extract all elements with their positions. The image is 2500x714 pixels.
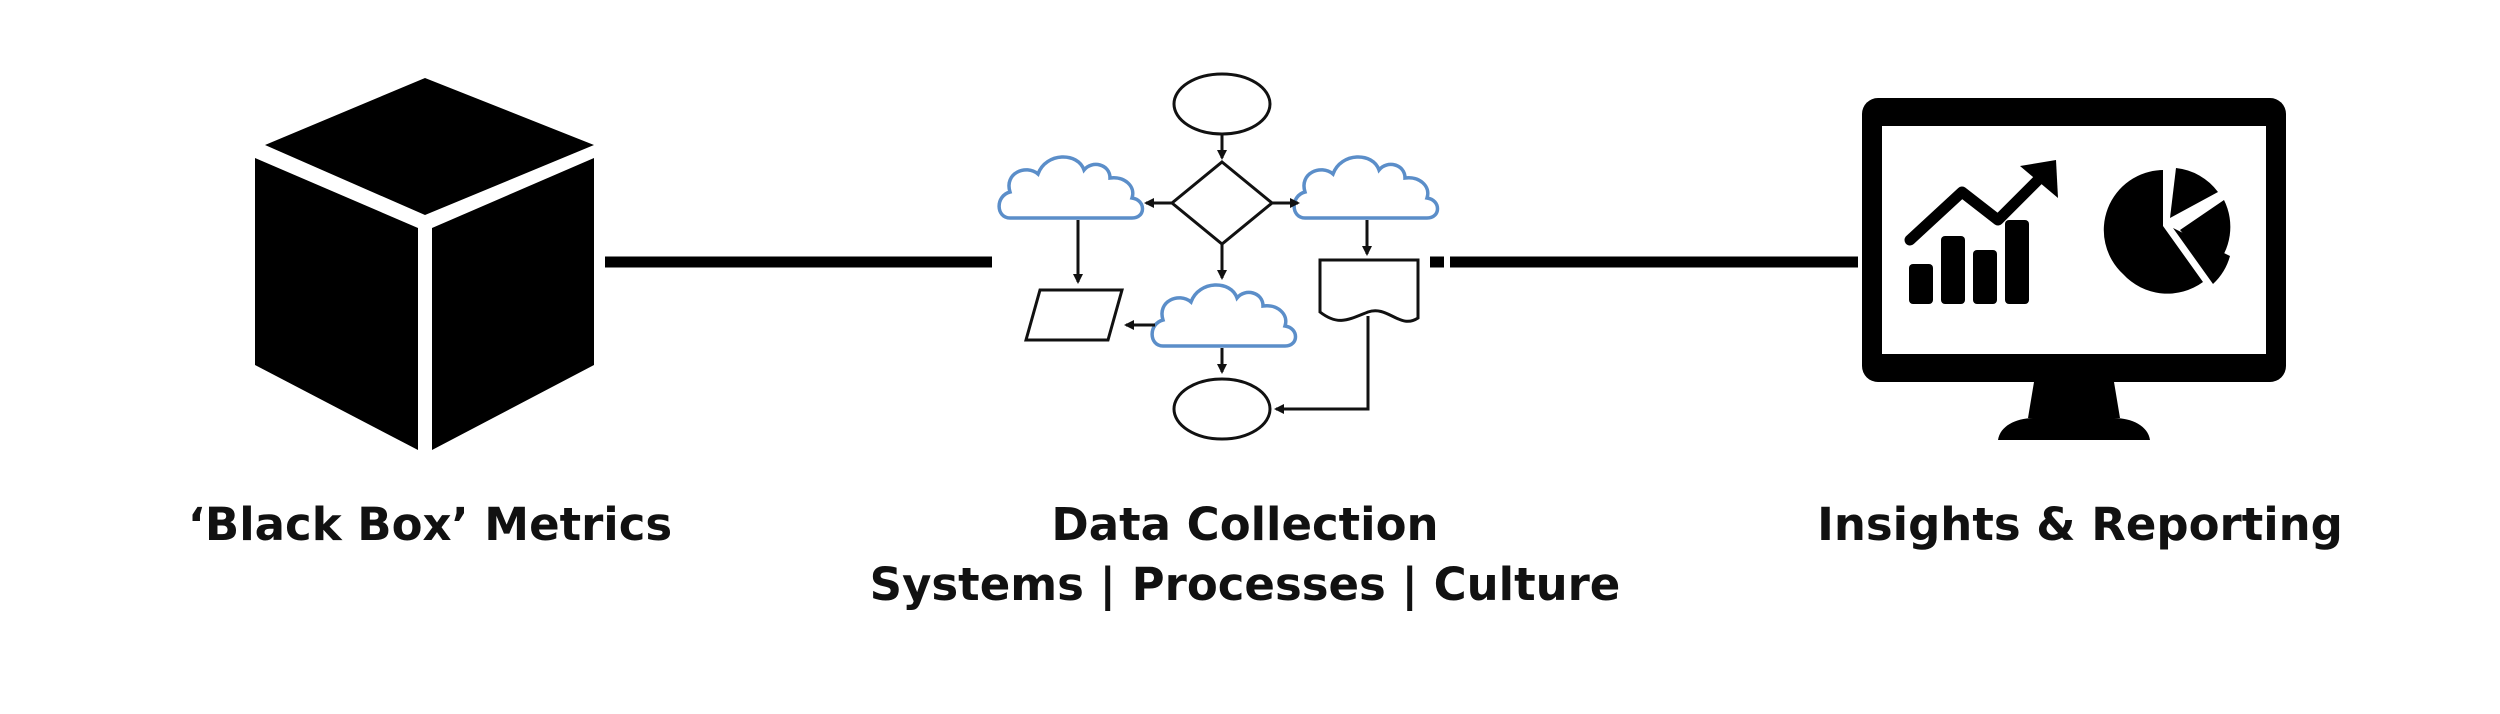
insights-label: Insights & Reporting — [1800, 495, 2360, 555]
flow-document-shape — [1318, 258, 1420, 323]
black-box-title: ‘Black Box’ Metrics — [187, 498, 673, 551]
insights-title: Insights & Reporting — [1817, 498, 2343, 551]
cube-icon — [255, 78, 594, 450]
flow-cloud-middle — [1150, 283, 1298, 348]
data-collection-label: Data Collection Systems | Processes | Cu… — [825, 495, 1665, 615]
flowchart-icon — [997, 72, 1440, 441]
flow-end-ellipse — [1172, 377, 1272, 441]
flow-io-parallelogram — [1024, 288, 1124, 342]
data-collection-title: Data Collection — [1051, 498, 1439, 551]
flow-decision-diamond — [1169, 160, 1275, 246]
monitor-analytics-icon — [1862, 98, 2286, 440]
black-box-label: ‘Black Box’ Metrics — [180, 495, 680, 555]
data-collection-subtitle: Systems | Processes | Culture — [869, 558, 1621, 611]
flow-cloud-left — [997, 155, 1145, 220]
pie-chart-icon — [2103, 168, 2231, 294]
flow-cloud-right — [1292, 155, 1440, 220]
flow-start-ellipse — [1172, 72, 1272, 136]
